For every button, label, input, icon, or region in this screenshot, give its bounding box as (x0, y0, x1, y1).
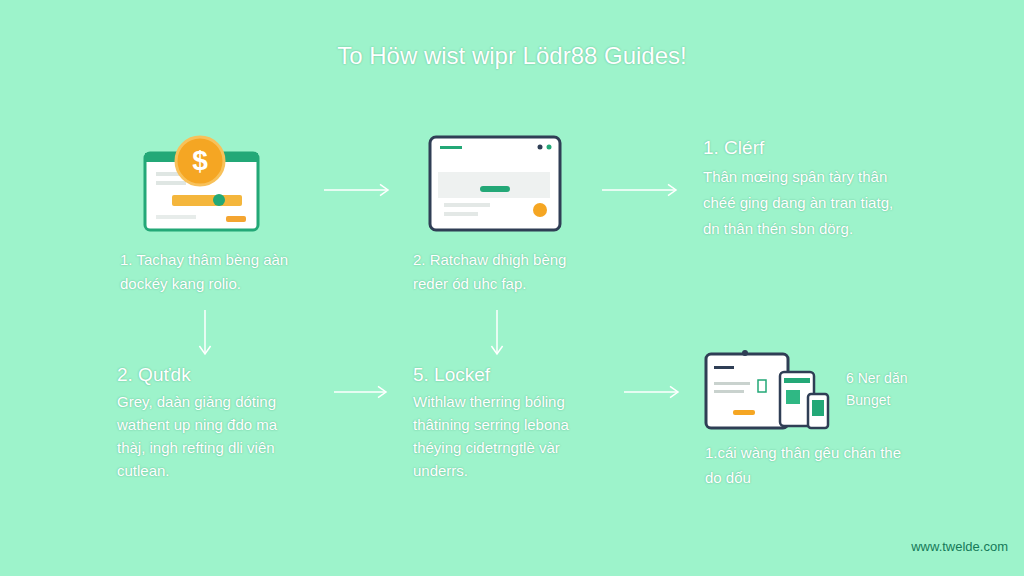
arrow-line (324, 189, 388, 191)
icon-box (758, 380, 766, 392)
arrow-head (378, 386, 386, 397)
panel (438, 172, 550, 198)
arrow-head (380, 184, 388, 195)
currency-symbol: $ (185, 144, 215, 178)
arrow-line (624, 391, 678, 393)
button (480, 186, 510, 192)
browser-frame (430, 137, 560, 230)
step-group: 5. LockefWithlaw therring bóling thâtini… (408, 362, 602, 488)
button (733, 410, 755, 415)
arrow-head (491, 346, 502, 354)
dot (547, 145, 552, 150)
input-bar (172, 195, 242, 206)
button (226, 216, 246, 222)
text-line (444, 203, 490, 207)
flow-arrow (324, 184, 388, 195)
text-line (156, 215, 196, 219)
text-line (444, 212, 478, 216)
badge (213, 194, 225, 206)
text-line (714, 390, 744, 393)
phone-screen (812, 400, 824, 416)
step-group: 2. QuťdkGrey, daàn giảng dóting wathent … (112, 362, 312, 488)
text-line (156, 181, 186, 185)
arrow-line (602, 189, 676, 191)
step-group: 6 Ner dăn Bunget 1.cái wàng thân gêu chán… (700, 345, 916, 496)
diagram-title: To Höw wist wipr Lödr88 Guides! (0, 40, 1024, 72)
step-caption: 1. Tachay thâm bèng aàn dockéy kang roli… (120, 248, 295, 296)
step-heading: 6 Ner dăn Bunget (846, 367, 910, 411)
devices-icon (706, 350, 828, 428)
phone (808, 394, 828, 428)
flow-arrow (624, 386, 678, 397)
arrow-head (668, 184, 676, 195)
browser-icon (145, 137, 258, 230)
flow-arrow (199, 310, 210, 354)
step-body: Withlaw therring bóling thâtining serrin… (413, 390, 597, 482)
tablet-panel (786, 390, 800, 404)
arrow-line (204, 310, 206, 354)
monitor (706, 354, 788, 428)
flow-arrow (334, 386, 386, 397)
step-body: 1.cái wàng thân gêu chán the do dốu (705, 440, 903, 490)
header-line (440, 146, 462, 149)
step-group: 2. Ratchaw dhigh bèng reder ód uhc fap. (410, 133, 580, 302)
arrow-line (496, 310, 498, 354)
step-caption: 2. Ratchaw dhigh bèng reder ód uhc fap. (413, 248, 575, 296)
flow-arrow (491, 310, 502, 354)
watermark: www.twelde.com (868, 538, 1008, 556)
step-body: Thân mœing spân tàry thân chéé ging dang… (703, 164, 901, 242)
text-line (714, 382, 750, 385)
step-group: 1. Tachay thâm bèng aàn dockéy kang roli… (115, 135, 302, 302)
step-body: Grey, daàn giảng dóting wathent up ning … (117, 390, 307, 482)
coin (176, 137, 224, 185)
step-heading: 2. Quťdk (117, 362, 307, 388)
dot (538, 145, 543, 150)
text-line (714, 366, 734, 369)
flow-arrow (602, 184, 676, 195)
tablet-bar (784, 378, 810, 383)
arrow-head (670, 386, 678, 397)
arrow-head (199, 346, 210, 354)
step-group: 1. ClérfThân mœing spân tàry thân chéé g… (698, 135, 908, 248)
step-heading: 1. Clérf (703, 135, 901, 161)
browser-icon (430, 137, 560, 230)
step-heading: 5. Lockef (413, 362, 597, 388)
badge (533, 203, 547, 217)
arrow-line (334, 391, 386, 393)
hanger (742, 350, 748, 356)
